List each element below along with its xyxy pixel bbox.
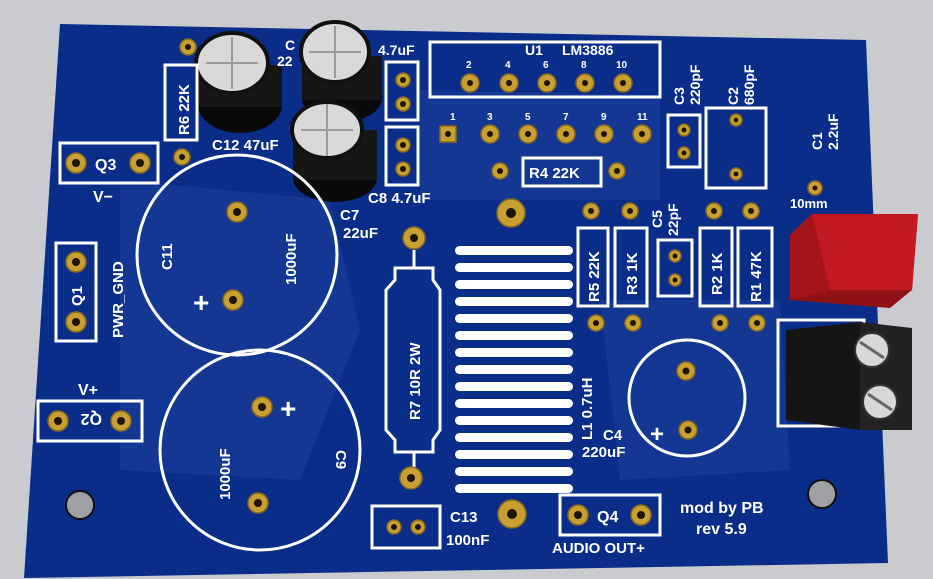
c11-label: C11 xyxy=(159,243,176,270)
c13-value-label: 100nF xyxy=(446,532,489,549)
c1-label: C1 xyxy=(809,132,825,150)
r7-label: R7 10R 2W xyxy=(407,342,424,420)
c11-value-label: 1000uF xyxy=(283,233,300,285)
r1-label: R1 47K xyxy=(748,251,765,302)
copper-pour xyxy=(120,90,790,480)
v-plus-label: V+ xyxy=(78,382,98,399)
l1-coil xyxy=(455,246,573,493)
mounting-hole xyxy=(807,479,837,509)
l1-label: L1 0.7uH xyxy=(579,377,596,440)
c8-label: C8 4.7uF xyxy=(368,190,431,207)
c8-outline xyxy=(384,125,420,187)
r1-outline xyxy=(736,226,774,308)
mounting-hole xyxy=(65,490,95,520)
c4-label: C4 xyxy=(603,427,623,444)
r7-outline xyxy=(384,266,442,454)
q4-label: Q4 xyxy=(597,509,618,526)
r4-outline xyxy=(521,156,603,188)
c9-label: C9 xyxy=(332,450,349,469)
pwr-gnd-label: PWR_GND xyxy=(110,261,127,338)
c12-label: C12 47uF xyxy=(212,137,279,154)
r2-outline xyxy=(698,226,734,308)
c2-value-label: 680pF xyxy=(741,64,757,105)
c11-outline xyxy=(135,153,339,357)
r6-outline xyxy=(163,63,199,142)
r3-label: R3 1K xyxy=(624,252,641,295)
lm3886-label: LM3886 xyxy=(562,42,614,58)
u1-pin-9: 9 xyxy=(601,112,607,123)
v-minus-label: V− xyxy=(93,189,113,206)
q1-label: Q1 xyxy=(69,286,86,306)
u1-pin-10: 10 xyxy=(616,60,628,71)
u1-pin-1: 1 xyxy=(450,112,456,123)
u1-label: U1 xyxy=(525,42,543,58)
q3-outline xyxy=(58,141,160,185)
c9-value-label: 1000uF xyxy=(217,448,234,500)
r6-label: R6 22K xyxy=(176,84,193,135)
q1-outline xyxy=(54,241,98,343)
c7-label: C7 xyxy=(340,207,359,224)
q2-outline xyxy=(36,399,144,443)
c3-outline xyxy=(666,113,702,169)
r4-label: R4 22K xyxy=(529,165,580,182)
audio-out-label: AUDIO OUT+ xyxy=(552,540,645,557)
c11-plus: + xyxy=(193,287,209,318)
c1-value-label: 2.2uF xyxy=(825,113,841,150)
u1-pin-5: 5 xyxy=(525,112,531,123)
film-capacitor xyxy=(790,214,918,308)
q4-outline xyxy=(558,493,662,537)
u1-pin-6: 6 xyxy=(543,60,549,71)
c5-value-label: 22pF xyxy=(665,203,681,236)
c4-outline xyxy=(627,338,747,458)
r5-label: R5 22K xyxy=(586,251,603,302)
u1-pin-8: 8 xyxy=(581,60,587,71)
c7-22uf-label: 22uF xyxy=(343,225,378,242)
c5-outline xyxy=(656,238,694,298)
q2-label: Q2 xyxy=(81,410,102,427)
u1-pin-2: 2 xyxy=(466,60,472,71)
r5-outline xyxy=(576,226,610,308)
c5-label: C5 xyxy=(649,210,665,228)
c12-capacitor xyxy=(194,31,282,133)
c13-label: C13 xyxy=(450,509,478,526)
q3-label: Q3 xyxy=(95,157,116,174)
u1-outline xyxy=(428,40,662,99)
c3-value-label: 220pF xyxy=(687,64,703,105)
c2-label: C2 xyxy=(725,87,741,105)
c-partial-label: C xyxy=(285,37,295,53)
c-47-outline xyxy=(384,60,420,122)
u1-pin-11: 11 xyxy=(637,112,648,123)
c7-value-label: 4.7uF xyxy=(378,42,415,58)
c13-outline xyxy=(370,504,442,550)
u1-bottom-pads xyxy=(439,124,652,144)
r3-outline xyxy=(613,226,649,308)
c4-plus: + xyxy=(650,421,664,448)
c4-value-label: 220uF xyxy=(582,444,625,461)
u1-pin-4: 4 xyxy=(505,60,511,71)
c9-plus: + xyxy=(280,393,296,424)
c9-outline xyxy=(158,348,362,552)
size-10mm-label: 10mm xyxy=(790,196,828,211)
u1-top-pads xyxy=(460,73,633,93)
mod-by-label: mod by PB xyxy=(680,500,764,517)
r2-label: R2 1K xyxy=(709,252,726,295)
c-22-label: 22 xyxy=(277,53,293,69)
u1-pin-3: 3 xyxy=(487,112,493,123)
u1-pin-7: 7 xyxy=(563,112,569,123)
c3-label: C3 xyxy=(671,87,687,105)
terminal-block xyxy=(776,318,912,430)
c2-outline xyxy=(704,106,768,190)
rev-label: rev 5.9 xyxy=(696,521,747,538)
